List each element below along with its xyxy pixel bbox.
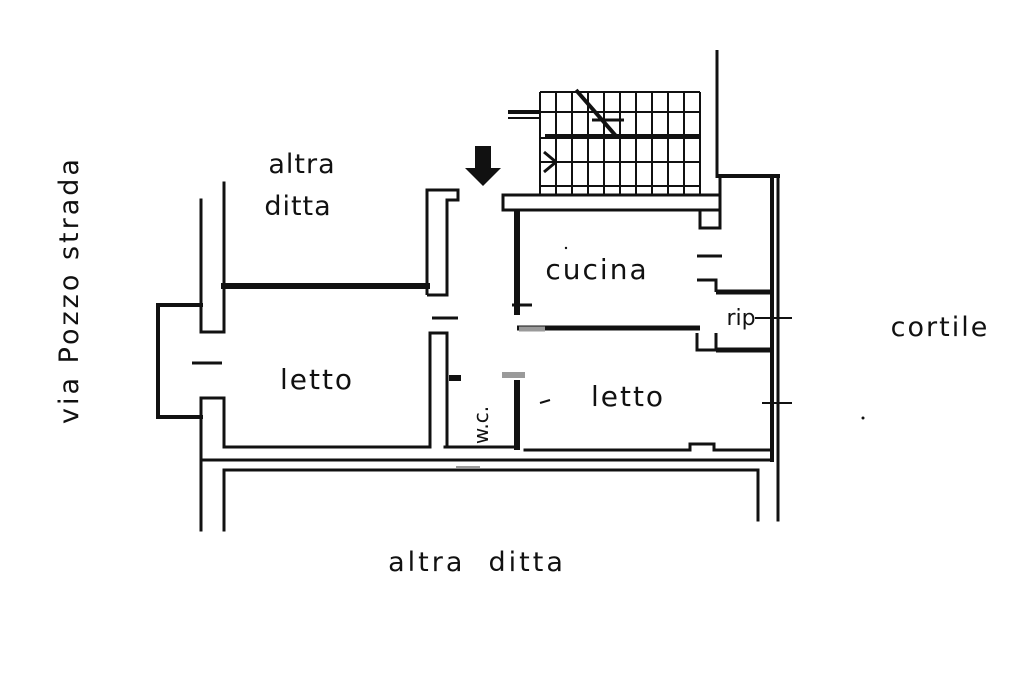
arrow-down-icon <box>465 146 501 186</box>
speck-mark <box>861 416 865 420</box>
toilet-label: w.c. <box>469 406 493 444</box>
neighbor-top-label-line2: ditta <box>264 191 331 222</box>
door-marks <box>192 254 792 468</box>
outer-walls <box>156 174 780 532</box>
courtyard-label: cortile <box>891 312 990 343</box>
interior-walls <box>425 50 772 450</box>
street-label: via Pozzo strada <box>54 156 85 424</box>
neighbor-bottom-label: altra ditta <box>388 547 566 578</box>
bedroom-left-label: letto <box>280 363 354 396</box>
bedroom-right-label: letto <box>591 380 665 413</box>
speck-mark <box>564 246 568 250</box>
kitchen-label: cucina <box>545 253 648 286</box>
storage-label: rip <box>726 306 755 331</box>
staircase-icon <box>508 88 701 196</box>
neighbor-top-label-line1: altra <box>268 149 335 180</box>
